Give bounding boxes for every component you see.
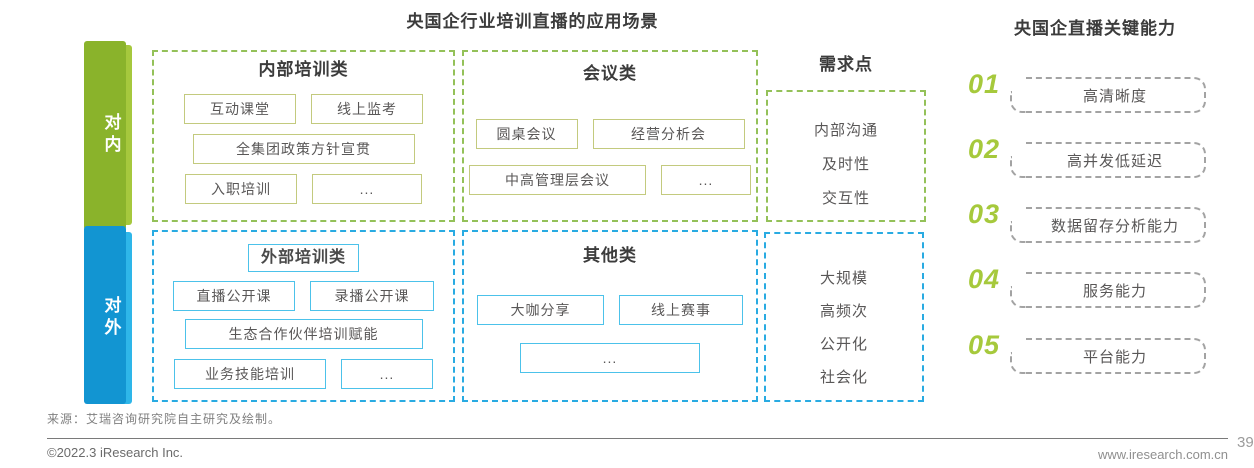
tab-external: 对外	[84, 226, 132, 404]
demand-box-internal: 内部沟通 及时性 交互性	[766, 90, 926, 222]
footer-copyright: ©2022.3 iResearch Inc.	[47, 445, 184, 460]
item-box: 全集团政策方针宣贯	[192, 134, 415, 164]
demand-item: 交互性	[821, 190, 870, 207]
item-box: 圆桌会议	[475, 119, 578, 149]
item-row: 入职培训 ...	[154, 174, 453, 204]
item-row: 直播公开课 录播公开课	[154, 281, 453, 311]
tab-internal: 对内	[84, 41, 132, 230]
capability-number: 01	[968, 69, 1001, 99]
item-box: 直播公开课	[173, 281, 295, 311]
item-box: 生态合作伙伴培训赋能	[184, 319, 423, 349]
capability-number: 03	[968, 199, 1001, 229]
capability-number: 02	[968, 134, 1001, 164]
panel-internal-training: 内部培训类 互动课堂 线上监考 全集团政策方针宣贯 入职培训 ...	[152, 50, 455, 222]
item-row: 圆桌会议 经营分析会	[464, 119, 756, 149]
tab-external-label: 对外	[101, 296, 121, 340]
capability-box: 服务能力	[1010, 272, 1206, 308]
panel-external-training-title: 外部培训类	[247, 244, 359, 272]
panel-meetings: 会议类 圆桌会议 经营分析会 中高管理层会议 ...	[462, 50, 758, 222]
item-box: 大咖分享	[477, 295, 604, 325]
demand-item: 高频次	[819, 303, 868, 320]
capability-row: 05 平台能力	[968, 330, 1206, 374]
item-box: 线上监考	[311, 94, 423, 124]
capability-row: 01 高清晰度	[968, 69, 1206, 113]
item-box: 业务技能培训	[174, 359, 326, 389]
demand-points-label: 需求点	[819, 55, 873, 74]
panel-meetings-title: 会议类	[583, 64, 637, 83]
item-row: 业务技能培训 ...	[154, 359, 453, 389]
capability-box: 平台能力	[1010, 338, 1206, 374]
demand-item: 内部沟通	[813, 122, 878, 139]
capability-number: 04	[968, 264, 1001, 294]
demand-item: 公开化	[819, 336, 868, 353]
item-row: 生态合作伙伴培训赋能	[154, 319, 453, 349]
item-row: 中高管理层会议 ...	[464, 165, 756, 195]
panel-others: 其他类 大咖分享 线上赛事 ...	[462, 230, 758, 402]
item-box: ...	[520, 343, 700, 373]
capability-box: 高并发低延迟	[1010, 142, 1206, 178]
footer-divider	[47, 438, 1228, 439]
item-box: 线上赛事	[619, 295, 743, 325]
footer-website: www.iresearch.com.cn	[1097, 447, 1228, 462]
capability-number: 05	[968, 330, 1001, 360]
item-row: 全集团政策方针宣贯	[154, 134, 453, 164]
item-row: ...	[464, 343, 756, 373]
item-box: 互动课堂	[184, 94, 296, 124]
tab-internal-label: 对内	[101, 113, 121, 157]
item-box: ...	[312, 174, 422, 204]
right-section-title: 央国企直播关键能力	[1014, 19, 1176, 38]
demand-item: 大规模	[819, 270, 868, 287]
item-box: 入职培训	[185, 174, 297, 204]
capability-row: 02 高并发低延迟	[968, 134, 1206, 178]
capability-row: 04 服务能力	[968, 264, 1206, 308]
panel-internal-training-title: 内部培训类	[258, 60, 349, 79]
panel-others-title: 其他类	[583, 246, 637, 265]
item-box: 经营分析会	[592, 119, 745, 149]
footer-source: 来源：艾瑞咨询研究院自主研究及绘制。	[47, 412, 282, 426]
panel-external-training: 外部培训类 直播公开课 录播公开课 生态合作伙伴培训赋能 业务技能培训 ...	[152, 230, 455, 402]
item-box: ...	[341, 359, 433, 389]
item-row: 互动课堂 线上监考	[154, 94, 453, 124]
capability-box: 高清晰度	[1010, 77, 1206, 113]
main-title: 央国企行业培训直播的应用场景	[406, 12, 659, 31]
item-box: 中高管理层会议	[469, 165, 646, 195]
capability-row: 03 数据留存分析能力	[968, 199, 1206, 243]
demand-item: 及时性	[821, 156, 870, 173]
item-row: 大咖分享 线上赛事	[464, 295, 756, 325]
item-box: ...	[661, 165, 751, 195]
demand-box-external: 大规模 高频次 公开化 社会化	[764, 232, 924, 402]
capability-box: 数据留存分析能力	[1010, 207, 1206, 243]
demand-item: 社会化	[819, 369, 868, 386]
item-box: 录播公开课	[310, 281, 434, 311]
page-number: 39	[1237, 434, 1254, 451]
